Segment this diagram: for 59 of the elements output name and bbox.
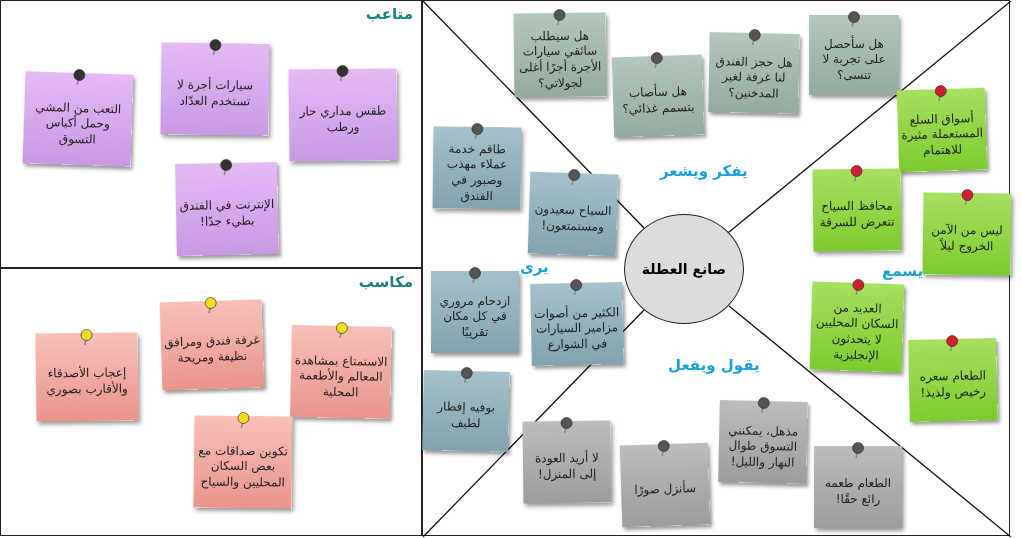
quadrant-heading: يرى bbox=[520, 258, 549, 276]
sticky-note bbox=[718, 400, 808, 484]
sticky-note bbox=[22, 71, 134, 167]
panel-heading: مكاسب bbox=[358, 273, 413, 291]
panel bbox=[0, 0, 422, 268]
note-text: العديد من السكان المحليين لا يتحدثون الإنجليزية bbox=[814, 299, 900, 365]
sticky-note bbox=[160, 42, 270, 136]
note-text: هل سأحصل على تجربة لا تنسى؟ bbox=[821, 36, 887, 84]
note-text: الطعام سعره رخيص ولذيذ! bbox=[918, 368, 988, 402]
note-text: الطعام طعمه رائع حقًا! bbox=[823, 476, 893, 508]
sticky-note bbox=[175, 161, 279, 257]
note-text: إعجاب الأصدقاء والأقارب بصوري bbox=[45, 365, 129, 399]
note-text: الكثير من أصوات مزامير السيارات في الشوارع bbox=[533, 304, 621, 354]
note-text: ازدحام مروري في كل مكان تقريبًا bbox=[438, 293, 512, 341]
note-text: هل سأصاب بتسمم غذائي؟ bbox=[621, 84, 696, 118]
quadrant-heading: يفكر ويشعر bbox=[660, 162, 748, 180]
sticky-note bbox=[809, 281, 905, 373]
note-text: ليس من الآمن الخروج ليلاً bbox=[930, 223, 1004, 255]
sticky-note bbox=[619, 442, 711, 528]
sticky-note bbox=[290, 324, 392, 420]
empathy-map-frame bbox=[422, 0, 1010, 536]
note-text: سيارات أجرة لا تستخدم العدّاد bbox=[176, 77, 255, 111]
sticky-note bbox=[432, 126, 522, 210]
sticky-note bbox=[527, 171, 619, 257]
note-text: أسواق السلع المستعملة مثيرة للاهتمام bbox=[900, 110, 984, 160]
sticky-note bbox=[193, 415, 293, 509]
panel-heading: متاعب bbox=[365, 5, 413, 23]
quadrant-heading: يسمع bbox=[882, 262, 924, 280]
note-text: لا أريد العودة إلى المنزل! bbox=[533, 451, 600, 483]
sticky-note bbox=[530, 282, 624, 366]
note-text: التعب من المشي وحمل أكياس التسوق bbox=[34, 99, 123, 149]
note-text: السياح سعيدون ومستمتعون! bbox=[533, 202, 613, 236]
note-text: تكوين صداقات مع بعض السكان المحليين والسياح bbox=[197, 443, 289, 491]
note-text: الاستمتاع بمشاهدة المعالم والأطعمة المحلية bbox=[293, 352, 389, 402]
sticky-note bbox=[812, 168, 902, 252]
sticky-note bbox=[35, 332, 139, 422]
note-text: الإنترنت في الفندق بطيء جدًا! bbox=[178, 197, 276, 231]
note-text: محافظ السياح تتعرض للسرقة bbox=[818, 199, 896, 231]
sticky-note bbox=[422, 370, 510, 452]
sticky-note bbox=[522, 420, 612, 504]
sticky-note bbox=[922, 192, 1012, 276]
note-text: غرفة فندق ومرافق نظيفة ومريحة bbox=[163, 332, 261, 368]
sticky-note bbox=[288, 68, 398, 162]
sticky-note bbox=[896, 87, 988, 173]
sticky-note bbox=[159, 299, 265, 391]
note-text: هل حجز الفندق لنا غرفة لغير المدخنين؟ bbox=[714, 53, 794, 103]
sticky-note bbox=[513, 12, 607, 98]
note-text: مذهل، يمكنني التسوق طوال النهار والليل! bbox=[727, 422, 800, 472]
center-circle: صانع العطلة bbox=[624, 214, 744, 324]
note-text: سأنزل صورًا bbox=[634, 481, 697, 499]
note-text: طقس مداري حار ورطب bbox=[298, 103, 388, 137]
sticky-note bbox=[611, 54, 705, 138]
note-text: هل سيطلب سائقي سيارات الأجرة أجرًا أغلى لجولاتي؟ bbox=[517, 28, 603, 92]
panel bbox=[0, 268, 422, 536]
sticky-note bbox=[708, 32, 800, 114]
sticky-note bbox=[908, 338, 998, 422]
note-text: بوفيه إفطار لطيف bbox=[435, 399, 496, 433]
note-text: طاقم خدمة عملاء مهذب وصبور في الفندق bbox=[445, 141, 509, 205]
quadrant-heading: يقول ويفعل bbox=[668, 356, 760, 374]
